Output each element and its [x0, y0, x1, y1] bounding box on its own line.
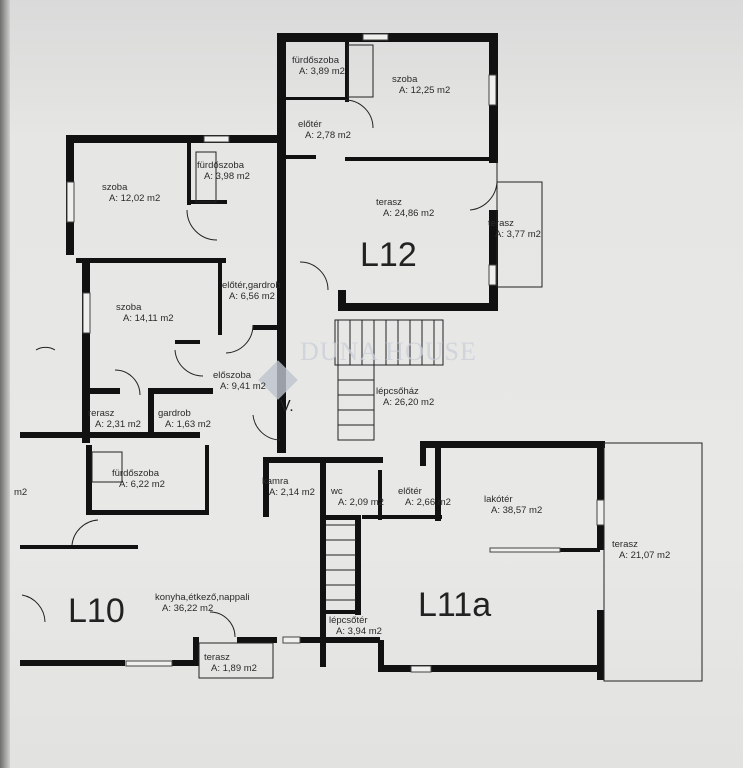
unit-label-l12: L12 [360, 236, 417, 274]
photo-edge [0, 0, 10, 768]
unit-label-l11a: L11a [418, 586, 492, 624]
level-label: V. [280, 398, 294, 415]
unit-label-l10: L10 [68, 592, 125, 630]
partial-area-label: m2 [14, 487, 28, 498]
watermark: DUNA HOUSE [300, 337, 477, 366]
